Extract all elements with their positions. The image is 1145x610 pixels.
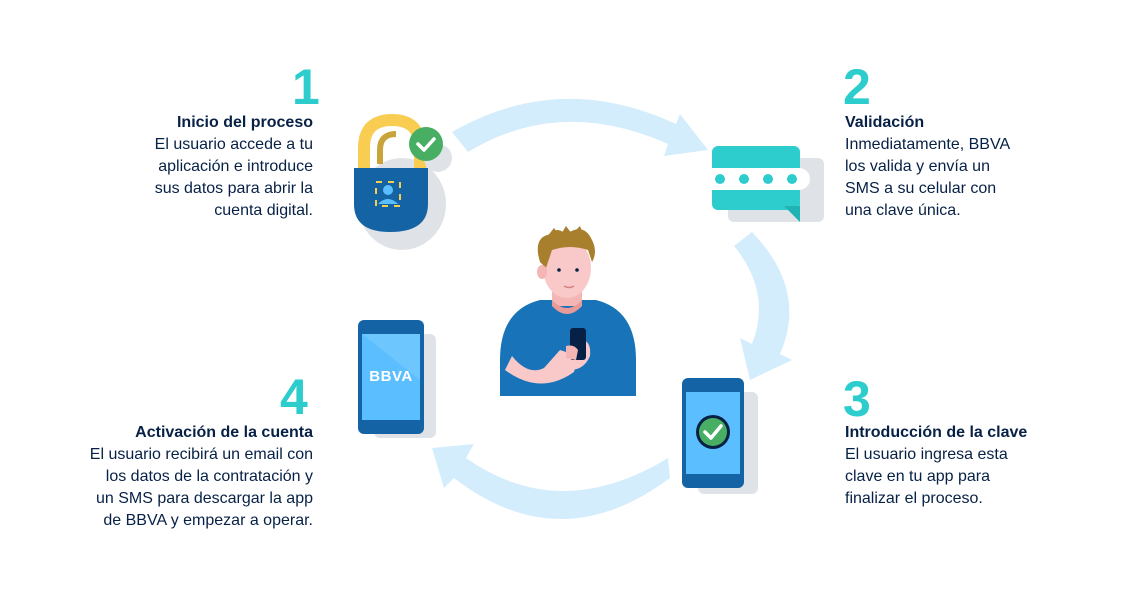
step-3-line: finalizar el proceso. — [845, 490, 983, 507]
step-3-line: clave en tu app para — [845, 468, 990, 485]
step-1-number: 1 — [292, 59, 320, 115]
step-2-description: Inmediatamente, BBVA los valida y envía … — [845, 134, 1010, 222]
step-2-line: Inmediatamente, BBVA — [845, 136, 1011, 153]
checkmark-phone-icon — [682, 378, 758, 494]
step-1-line: aplicación e introduce — [158, 158, 313, 175]
step-4-description: El usuario recibirá un email con los dat… — [90, 444, 313, 532]
step-4-title: Activación de la cuenta — [135, 424, 313, 441]
step-2-number: 2 — [843, 59, 871, 115]
step-2-title: Validación — [845, 114, 925, 131]
step-1-line: sus datos para abrir la — [154, 180, 313, 197]
step-1-title: Inicio del proceso — [176, 114, 313, 131]
step-4-line: El usuario recibirá un email con — [89, 446, 313, 463]
cycle-arrow-top — [452, 98, 708, 156]
step-3-line: El usuario ingresa esta — [845, 446, 1008, 463]
step-1-line: El usuario accede a tu — [154, 136, 313, 153]
step-1-description: El usuario accede a tu aplicación e intr… — [155, 134, 313, 222]
cycle-arrow-bottom — [432, 444, 670, 519]
padlock-icon — [354, 113, 452, 250]
step-2-line: una clave única. — [845, 202, 961, 219]
chat-password-icon — [698, 146, 824, 222]
step-3-description: El usuario ingresa esta clave en tu app … — [845, 444, 1008, 510]
step-4-number: 4 — [280, 369, 308, 425]
cycle-arrow-right — [734, 232, 792, 380]
bbva-phone-icon — [358, 320, 436, 438]
step-4-line: un SMS para descargar la app — [95, 490, 313, 507]
step-1-line: cuenta digital. — [214, 202, 313, 219]
bbva-logo: BBVA — [369, 368, 413, 385]
step-4-line: los datos de la contratación y — [105, 468, 313, 485]
step-3-title: Introducción de la clave — [845, 424, 1028, 441]
step-4-line: de BBVA y empezar a operar. — [103, 512, 313, 529]
step-2-line: los valida y envía un — [845, 158, 990, 175]
step-3-number: 3 — [843, 371, 871, 427]
step-2-line: SMS a su celular con — [845, 180, 997, 197]
user-with-phone-illustration — [500, 226, 636, 396]
